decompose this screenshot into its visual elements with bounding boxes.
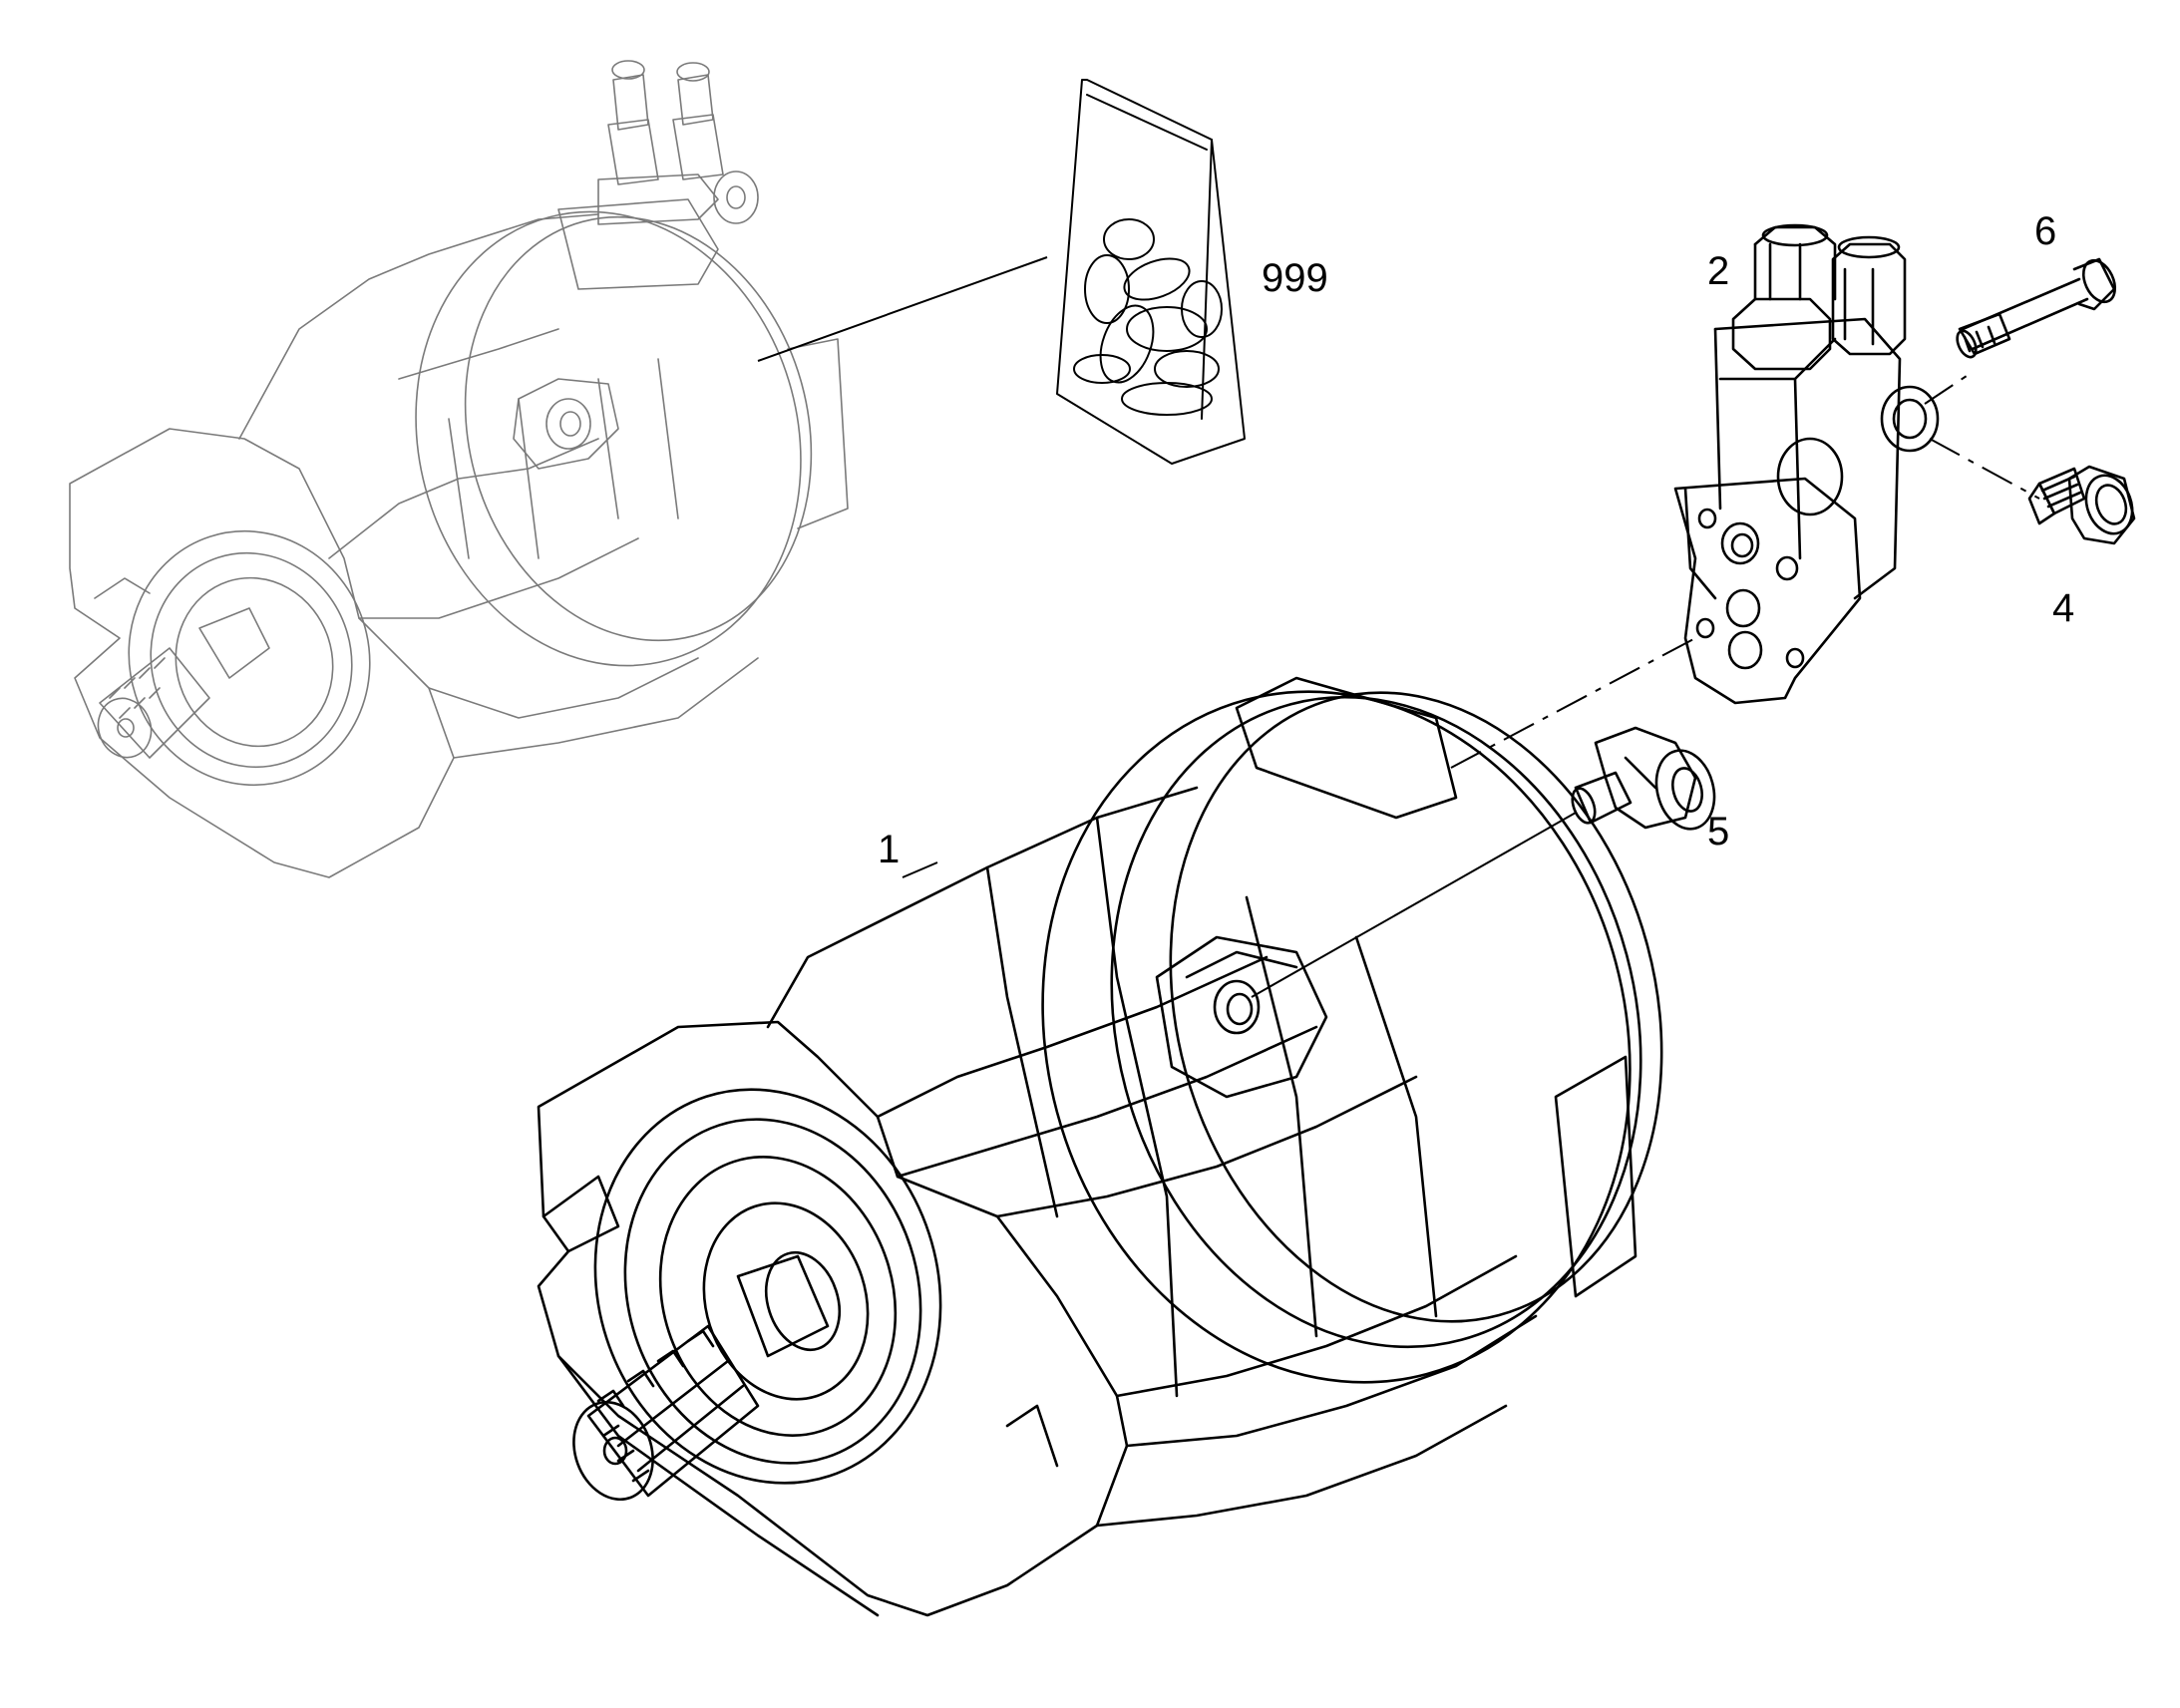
screw-center-line (1924, 373, 1971, 405)
reference-motor-ghost (69, 60, 849, 878)
callout-2: 2 (1707, 249, 1729, 293)
plug-center-line (1929, 438, 2040, 500)
callout-5: 5 (1707, 810, 1729, 854)
callout-1: 1 (878, 828, 900, 871)
callout-4: 4 (2052, 586, 2074, 630)
banjo-fitting (1571, 726, 1716, 831)
motor-callout-leader (902, 861, 938, 878)
callout-6: 6 (2034, 209, 2056, 253)
valve-center-line (1450, 637, 1696, 769)
callout-999: 999 (1262, 256, 1328, 300)
fitting-leader-line (1251, 812, 1577, 998)
seal-kit-leader-line (757, 256, 1048, 362)
seal-kit-bag (1056, 79, 1246, 465)
valve-block (1673, 223, 1940, 705)
socket-screw (1956, 257, 2117, 359)
main-motor (537, 676, 1663, 1617)
plug-fitting (2027, 465, 2136, 545)
